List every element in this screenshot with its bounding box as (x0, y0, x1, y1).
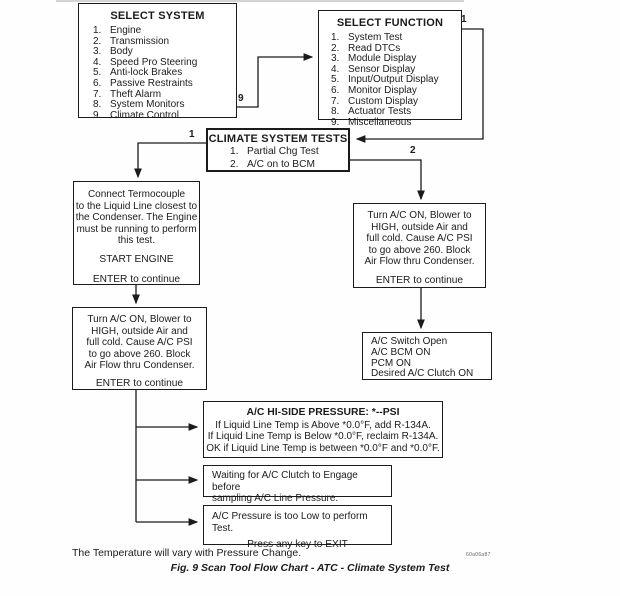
menu-item-label: Engine (110, 25, 142, 36)
turn-ac-on-right-box: Turn A/C ON, Blower to HIGH, outside Air… (353, 203, 486, 288)
enter-to-continue-text: ENTER to continue (92, 273, 181, 285)
menu-item: 2. Read DTCs (331, 42, 461, 55)
menu-item-label: A/C on to BCM (247, 158, 315, 170)
ac-status-text: A/C Switch Open A/C BCM ON PCM ON Desire… (371, 336, 474, 380)
menu-item-label: Anti-lock Brakes (110, 67, 183, 79)
menu-item-label: Speed Pro Steering (110, 56, 198, 68)
menu-item: 9. Miscellaneous (331, 116, 461, 129)
hi-side-pressure-text: If Liquid Line Temp is Above *0.0°F, add… (206, 420, 440, 454)
menu-item-label: Passive Restraints (110, 77, 193, 89)
menu-item-number: 3. (331, 53, 340, 65)
menu-item-number: 2. (230, 158, 239, 170)
scan-id-watermark: 60a06a87 (466, 552, 491, 558)
menu-item-number: 4. (93, 56, 102, 68)
menu-item: 1. System Test (331, 32, 461, 44)
menu-item: 1. Partial Chg Test (230, 146, 348, 159)
menu-item: 8. Actuator Tests (331, 107, 461, 118)
menu-item-number: 9. (93, 109, 102, 121)
menu-item: 6. Monitor Display (331, 84, 461, 97)
select-function-box: SELECT FUNCTION 1. System Test 2. Read D… (318, 10, 462, 127)
menu-item-label: Module Display (348, 53, 417, 65)
menu-item-label: System Monitors (110, 99, 185, 111)
connect-thermocouple-text: Connect Termocouple to the Liquid Line c… (75, 189, 198, 247)
select-system-box: SELECT SYSTEM 1. Engine 2. Transmission … (78, 3, 237, 122)
menu-item: 6. Passive Restraints (93, 77, 236, 90)
menu-item-label: Read DTCs (348, 42, 401, 54)
menu-item: 5. Anti-lock Brakes (93, 68, 236, 79)
menu-item-number: 1. (331, 32, 340, 43)
low-pressure-text: A/C Pressure is too Low to perform Test. (212, 511, 368, 534)
menu-item-label: Sensor Display (348, 63, 416, 75)
menu-item-number: 1. (230, 146, 239, 157)
menu-item-label: Partial Chg Test (247, 146, 319, 157)
select-system-menu: 1. Engine 2. Transmission 3. Body 4. Spe… (79, 25, 236, 122)
enter-to-continue-text: ENTER to continue (95, 377, 184, 389)
menu-item: 7. Theft Alarm (93, 88, 236, 101)
hi-side-pressure-box: A/C HI-SIDE PRESSURE: *--PSI If Liquid L… (203, 401, 443, 458)
menu-item: 9. Climate Control (93, 109, 236, 122)
menu-item-number: 1. (93, 25, 102, 36)
menu-item-label: Input/Output Display (348, 74, 439, 86)
connector-label-1-top: 1 (461, 14, 467, 25)
menu-item-label: Monitor Display (348, 84, 417, 96)
menu-item: 8. System Monitors (93, 100, 236, 111)
select-function-menu: 1. System Test 2. Read DTCs 3. Module Di… (319, 32, 461, 129)
connector-label-9: 9 (238, 93, 244, 104)
menu-item-label: Actuator Tests (348, 106, 412, 118)
menu-item: 2. A/C on to BCM (230, 159, 348, 172)
menu-item: 4. Speed Pro Steering (93, 56, 236, 69)
menu-item: 3. Module Display (331, 54, 461, 65)
menu-item-label: Miscellaneous (348, 116, 412, 128)
select-function-title: SELECT FUNCTION (336, 17, 444, 29)
waiting-clutch-box: Waiting for A/C Clutch to Engage before … (203, 465, 392, 504)
climate-system-tests-box: CLIMATE SYSTEM TESTS 1. Partial Chg Test… (206, 128, 350, 172)
connector-label-1-left: 1 (189, 129, 195, 140)
menu-item-number: 2. (93, 35, 102, 47)
menu-item-label: Transmission (110, 35, 170, 47)
scan-artifact (56, 0, 464, 2)
figure-caption: Fig. 9 Scan Tool Flow Chart - ATC - Clim… (170, 562, 450, 574)
climate-system-tests-title: CLIMATE SYSTEM TESTS (208, 133, 348, 145)
hi-side-pressure-title: A/C HI-SIDE PRESSURE: *--PSI (246, 407, 400, 418)
connector-label-2: 2 (410, 145, 416, 156)
enter-to-continue-text: ENTER to continue (375, 274, 464, 286)
climate-tests-menu: 1. Partial Chg Test 2. A/C on to BCM (208, 146, 348, 171)
menu-item-label: Climate Control (110, 109, 179, 121)
low-pressure-box: A/C Pressure is too Low to perform Test.… (203, 505, 392, 550)
temperature-note: The Temperature will vary with Pressure … (72, 547, 302, 559)
menu-item-number: 4. (331, 63, 340, 75)
menu-item-number: 6. (331, 84, 340, 96)
menu-item-number: 2. (331, 42, 340, 54)
menu-item-number: 5. (93, 67, 102, 79)
connect-thermocouple-box: Connect Termocouple to the Liquid Line c… (73, 181, 200, 285)
menu-item-label: System Test (348, 32, 403, 43)
menu-item: 3. Body (93, 47, 236, 58)
menu-item: 7. Custom Display (331, 95, 461, 108)
turn-ac-on-right-text: Turn A/C ON, Blower to HIGH, outside Air… (364, 210, 475, 268)
select-system-title: SELECT SYSTEM (110, 10, 205, 22)
menu-item: 1. Engine (93, 25, 236, 37)
menu-item: 5. Input/Output Display (331, 75, 461, 86)
start-engine-text: START ENGINE (99, 253, 174, 265)
menu-item-number: 9. (331, 116, 340, 128)
menu-item-number: 8. (93, 99, 102, 111)
waiting-clutch-text: Waiting for A/C Clutch to Engage before … (212, 470, 358, 505)
menu-item-number: 3. (93, 46, 102, 58)
menu-item-label: Custom Display (348, 95, 419, 107)
press-any-key-text: Press any key to EXIT (247, 539, 348, 551)
menu-item: 2. Transmission (93, 35, 236, 48)
menu-item-number: 7. (331, 95, 340, 107)
menu-item-number: 5. (331, 74, 340, 86)
ac-status-box: A/C Switch Open A/C BCM ON PCM ON Desire… (362, 332, 492, 380)
menu-item-number: 8. (331, 106, 340, 118)
menu-item-label: Theft Alarm (110, 88, 162, 100)
turn-ac-on-left-box: Turn A/C ON, Blower to HIGH, outside Air… (72, 307, 207, 390)
menu-item-number: 7. (93, 88, 102, 100)
menu-item-label: Body (110, 46, 133, 58)
menu-item: 4. Sensor Display (331, 63, 461, 76)
menu-item-number: 6. (93, 77, 102, 89)
turn-ac-on-left-text: Turn A/C ON, Blower to HIGH, outside Air… (84, 314, 195, 372)
